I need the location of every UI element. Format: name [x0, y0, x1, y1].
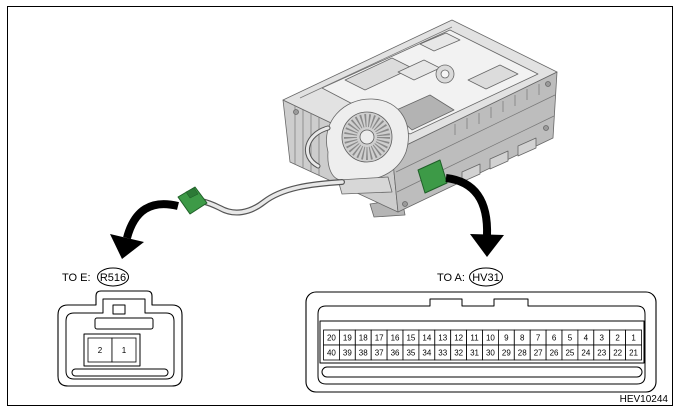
blower-fan-hub	[359, 129, 375, 145]
hv31-pin-number: 17	[375, 334, 384, 343]
r516-lock-tab	[112, 304, 126, 315]
figure-frame	[7, 6, 673, 406]
r516-pin-cell	[87, 337, 113, 363]
hv31-pin-number: 25	[565, 349, 574, 358]
hv31-pin-number: 24	[581, 349, 590, 358]
screw-icon	[293, 109, 299, 115]
hv31-pin-number: 5	[568, 334, 573, 343]
hv31-pin-number: 4	[584, 334, 589, 343]
hv31-cavity-block	[319, 320, 645, 364]
connector-r516-latch	[185, 187, 199, 199]
arrowhead-icon	[110, 234, 144, 259]
hv31-pin-number: 30	[486, 349, 495, 358]
curved-arrow-shaft	[123, 200, 179, 240]
hv31-pin-number: 23	[597, 349, 606, 358]
hv31-bottom-rib	[321, 366, 643, 378]
unit-right-fins	[454, 84, 540, 135]
hv31-pin-number: 1	[631, 334, 636, 343]
hv31-pin-number: 20	[327, 334, 336, 343]
r516-pin-number: 1	[122, 346, 127, 355]
connector-r516-code: R516	[100, 272, 126, 284]
hv31-pin-number: 38	[359, 349, 368, 358]
component-illustration	[177, 19, 558, 218]
arrow-to-connector-hv31	[445, 174, 504, 257]
hv31-pin-number: 12	[454, 334, 463, 343]
hv31-pin-number: 26	[550, 349, 559, 358]
connector-r516-prefix: TO E:	[62, 272, 91, 284]
hv31-pin-number: 6	[552, 334, 557, 343]
hv31-pin-number: 13	[438, 334, 447, 343]
hv31-pin-cell	[625, 344, 642, 361]
hv31-pin-number: 19	[343, 334, 352, 343]
hv31-pin-number: 9	[504, 334, 509, 343]
hv31-pin-number: 10	[486, 334, 495, 343]
cover-boss-center	[440, 69, 450, 79]
cover-block	[467, 64, 519, 90]
hv31-pin-number: 33	[438, 349, 447, 358]
hv31-pin-number: 7	[536, 334, 541, 343]
connector-hv31-code-circle	[469, 267, 503, 287]
hv31-pin-number: 34	[422, 349, 431, 358]
hv31-pin-number: 16	[391, 334, 400, 343]
r516-bottom-rib	[71, 368, 169, 377]
connector-r516-face: 2 1	[57, 290, 183, 387]
hv31-pin-number: 35	[406, 349, 415, 358]
r516-pin-number: 2	[98, 346, 103, 355]
blower-fan-blades	[344, 114, 390, 160]
blower-bracket	[337, 176, 393, 195]
hv31-pin-number: 36	[391, 349, 400, 358]
screw-icon	[402, 201, 408, 207]
hv31-pin-number: 8	[520, 334, 525, 343]
r516-pin-cell	[111, 337, 137, 363]
arrowhead-icon	[470, 234, 504, 257]
connector-hv31-on-part	[417, 159, 448, 194]
hv31-pin-number: 18	[359, 334, 368, 343]
arrow-to-connector-r516	[110, 200, 179, 259]
r516-cavity-block	[83, 333, 141, 367]
hv31-pin-number: 22	[613, 349, 622, 358]
r516-inner-wall	[65, 298, 175, 380]
wire-harness	[199, 180, 344, 215]
wire-loop	[306, 126, 330, 168]
r516-lock-bar	[94, 317, 154, 330]
screw-icon	[545, 81, 551, 87]
connector-hv31-code: HV31	[472, 272, 500, 284]
hv31-pin-number: 37	[375, 349, 384, 358]
screw-icon	[543, 125, 549, 131]
hv31-pin-number: 28	[518, 349, 527, 358]
hv31-pin-number: 40	[327, 349, 336, 358]
cover-rail	[299, 26, 453, 99]
hv31-inner-wall	[317, 298, 646, 385]
curved-arrow-shaft	[445, 174, 492, 237]
hv31-pin-number: 15	[406, 334, 415, 343]
hv31-pin-number: 32	[454, 349, 463, 358]
hv31-pin-number: 27	[534, 349, 543, 358]
unit-right-seam	[395, 94, 556, 173]
hv31-pin-number: 31	[470, 349, 479, 358]
hv31-pin-number: 11	[470, 334, 479, 343]
hv31-pin-number: 21	[629, 349, 638, 358]
connector-hv31-prefix: TO A:	[437, 272, 465, 284]
hv31-pin-number: 3	[600, 334, 605, 343]
hv31-pin-number: 29	[502, 349, 511, 358]
figure-id: HEV10244	[620, 394, 669, 405]
cover-block	[419, 32, 461, 52]
hv31-pin-number: 39	[343, 349, 352, 358]
hv31-pin-number: 2	[615, 334, 620, 343]
hv31-pin-number: 14	[422, 334, 431, 343]
connector-r516-code-circle	[97, 267, 129, 287]
